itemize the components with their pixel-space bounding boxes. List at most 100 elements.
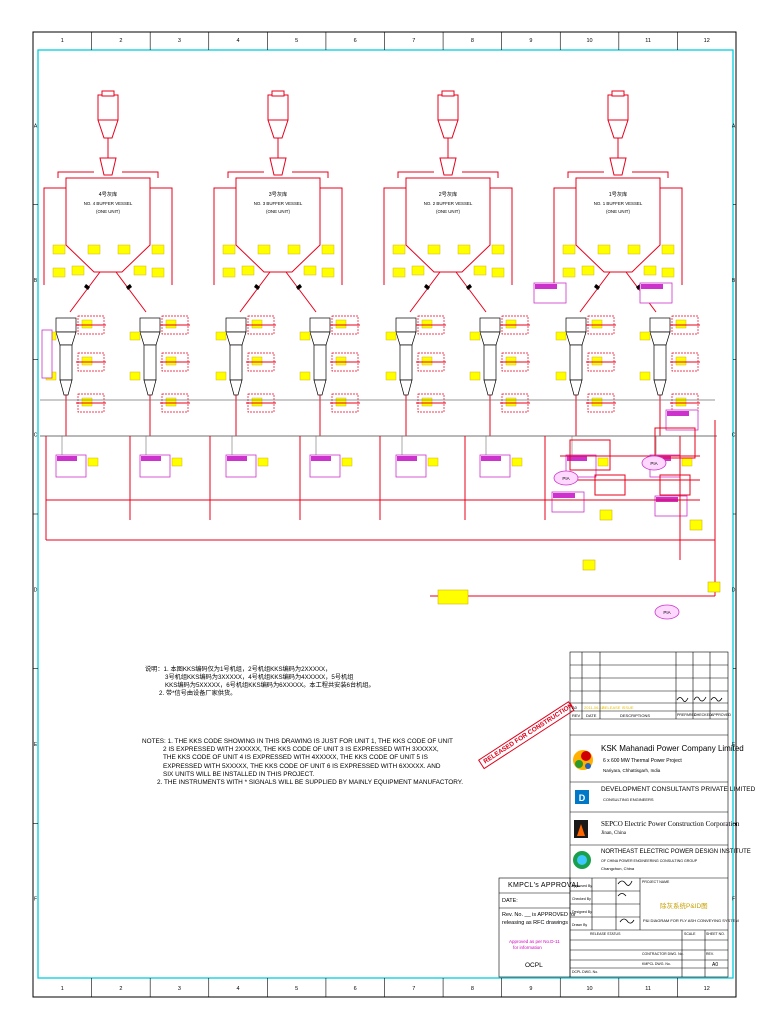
transmitter-top — [649, 317, 671, 333]
instrument-tag — [257, 244, 271, 255]
kks-tag-header — [141, 456, 161, 461]
pia-instrument-3: PIA — [654, 604, 680, 620]
transmitter-top — [55, 317, 77, 333]
instrument-tag — [303, 265, 317, 276]
vent-pipe — [320, 187, 343, 285]
approval-rev-line-1: Rev. No. __ is APPROVED for — [502, 912, 576, 918]
instrument-tag — [222, 244, 236, 255]
approval-rev-line-2: releasing as RFC drawings — [502, 920, 569, 926]
transmitter-body — [483, 344, 497, 381]
sheet-label: SHEET NO. — [706, 932, 725, 936]
kks-tag-header — [57, 456, 77, 461]
title-block — [569, 651, 729, 978]
vessel-name: NO. 3 BUFFER VESSEL — [254, 201, 303, 206]
kks-tag-header — [227, 456, 247, 461]
grid-column-label: 3 — [178, 38, 181, 44]
grid-row-label: C — [732, 433, 736, 439]
grid-row-label: B — [732, 278, 736, 284]
slide-valve — [84, 284, 90, 290]
vent-pipe — [490, 187, 513, 285]
instrument-tag — [562, 267, 576, 278]
grid-column-label: 4 — [237, 38, 240, 44]
notes-chinese: 说明：1. 本图KKS编码仅为1号机组，2号机组KKS编码为2XXXXX， 3号… — [145, 666, 375, 698]
instrument-tag — [681, 457, 693, 467]
discharge-leg — [455, 271, 487, 313]
role-drawn-by: Drawn By — [572, 923, 588, 927]
slide-valve — [594, 284, 600, 290]
instrument-tag — [555, 371, 567, 381]
signature-marks — [617, 696, 723, 924]
grid-row-label: C — [34, 433, 38, 439]
ksk-logo — [573, 750, 593, 770]
rev-header-date: DATE — [586, 713, 597, 718]
transmitter-cone — [479, 331, 501, 346]
grid-column-label: 2 — [119, 986, 122, 992]
instrument-tag — [165, 319, 177, 329]
silo-filter — [437, 94, 459, 121]
transmitter-cone — [395, 331, 417, 346]
kks-tag-header — [397, 456, 417, 461]
consultant-name: DEVELOPMENT CONSULTANTS PRIVATE LIMITED — [601, 786, 756, 793]
release-status-label: RELEASE STATUS — [590, 932, 621, 936]
note-cn-line: 说明：1. 本图KKS编码仅为1号机组，2号机组KKS编码为2XXXXX， — [145, 666, 332, 673]
feeder-hopper — [99, 157, 117, 176]
rev-row-date: 2011-06-12 — [584, 705, 605, 710]
svg-text:PIA: PIA — [663, 610, 670, 615]
instrument-tag — [335, 319, 347, 329]
balance-pipe — [122, 171, 159, 178]
vessel-code: 4号灰库 — [99, 190, 117, 198]
approval-note-2: for information — [513, 945, 542, 950]
grid-row-label: E — [732, 742, 736, 748]
balance-pipe — [397, 171, 434, 178]
instrument-tag — [597, 244, 611, 255]
slide-valve — [126, 284, 132, 290]
grid-column-label: 12 — [704, 38, 710, 44]
transmitter-top — [225, 317, 247, 333]
instrument-tag — [491, 244, 505, 255]
transmitter-top — [395, 317, 417, 333]
instrument-tag — [117, 244, 131, 255]
instrument-tag — [222, 267, 236, 278]
instrument-tag — [427, 244, 441, 255]
balance-pipe — [292, 171, 329, 178]
rev-header-rev: REV — [572, 713, 581, 718]
silo-cone — [437, 119, 459, 139]
rev-header-prepared: PREPARED — [677, 713, 697, 717]
instrument-tag — [555, 331, 567, 341]
note-en-line: 2 IS EXPRESSED WITH 2XXXXX, THE KKS CODE… — [163, 746, 439, 754]
discharge-leg — [409, 271, 441, 313]
vessel-code: 2号灰库 — [439, 190, 457, 198]
project-name: 6 x 600 MW Thermal Power Project — [603, 758, 682, 764]
instrument-tag — [661, 244, 675, 255]
instrument-tag — [257, 457, 269, 467]
instrument-tag — [591, 356, 603, 366]
rev-header-descriptions: DESCRIPTIONS — [620, 713, 651, 718]
role-approved-by: Approved By — [572, 884, 593, 888]
instrument-tag — [52, 267, 66, 278]
transmitter-outlet — [653, 379, 667, 396]
discharge-leg — [285, 271, 317, 313]
sepco-logo — [574, 820, 588, 838]
instrument-tag — [87, 244, 101, 255]
rev-row-number: A0 — [572, 705, 577, 710]
grid-column-label: 6 — [354, 986, 357, 992]
grid-column-label: 12 — [704, 986, 710, 992]
instrument-tag — [491, 267, 505, 278]
note-en-line: NOTES: 1. THE KKS CODE SHOWING IN THIS D… — [142, 738, 453, 745]
grid-column-label: 8 — [471, 986, 474, 992]
transmitter-cone — [565, 331, 587, 346]
grid-column-label: 1 — [61, 986, 64, 992]
transmitter-body — [399, 344, 413, 381]
slide-valve — [424, 284, 430, 290]
kks-tag-header — [535, 284, 557, 289]
instrument-tag — [421, 356, 433, 366]
vessel-quantity: (ONE UNIT) — [266, 209, 290, 214]
instrument-tag — [411, 265, 425, 276]
instrument-tag — [251, 319, 263, 329]
transmitter-top — [309, 317, 331, 333]
transfer-equipment-cluster — [437, 427, 721, 605]
